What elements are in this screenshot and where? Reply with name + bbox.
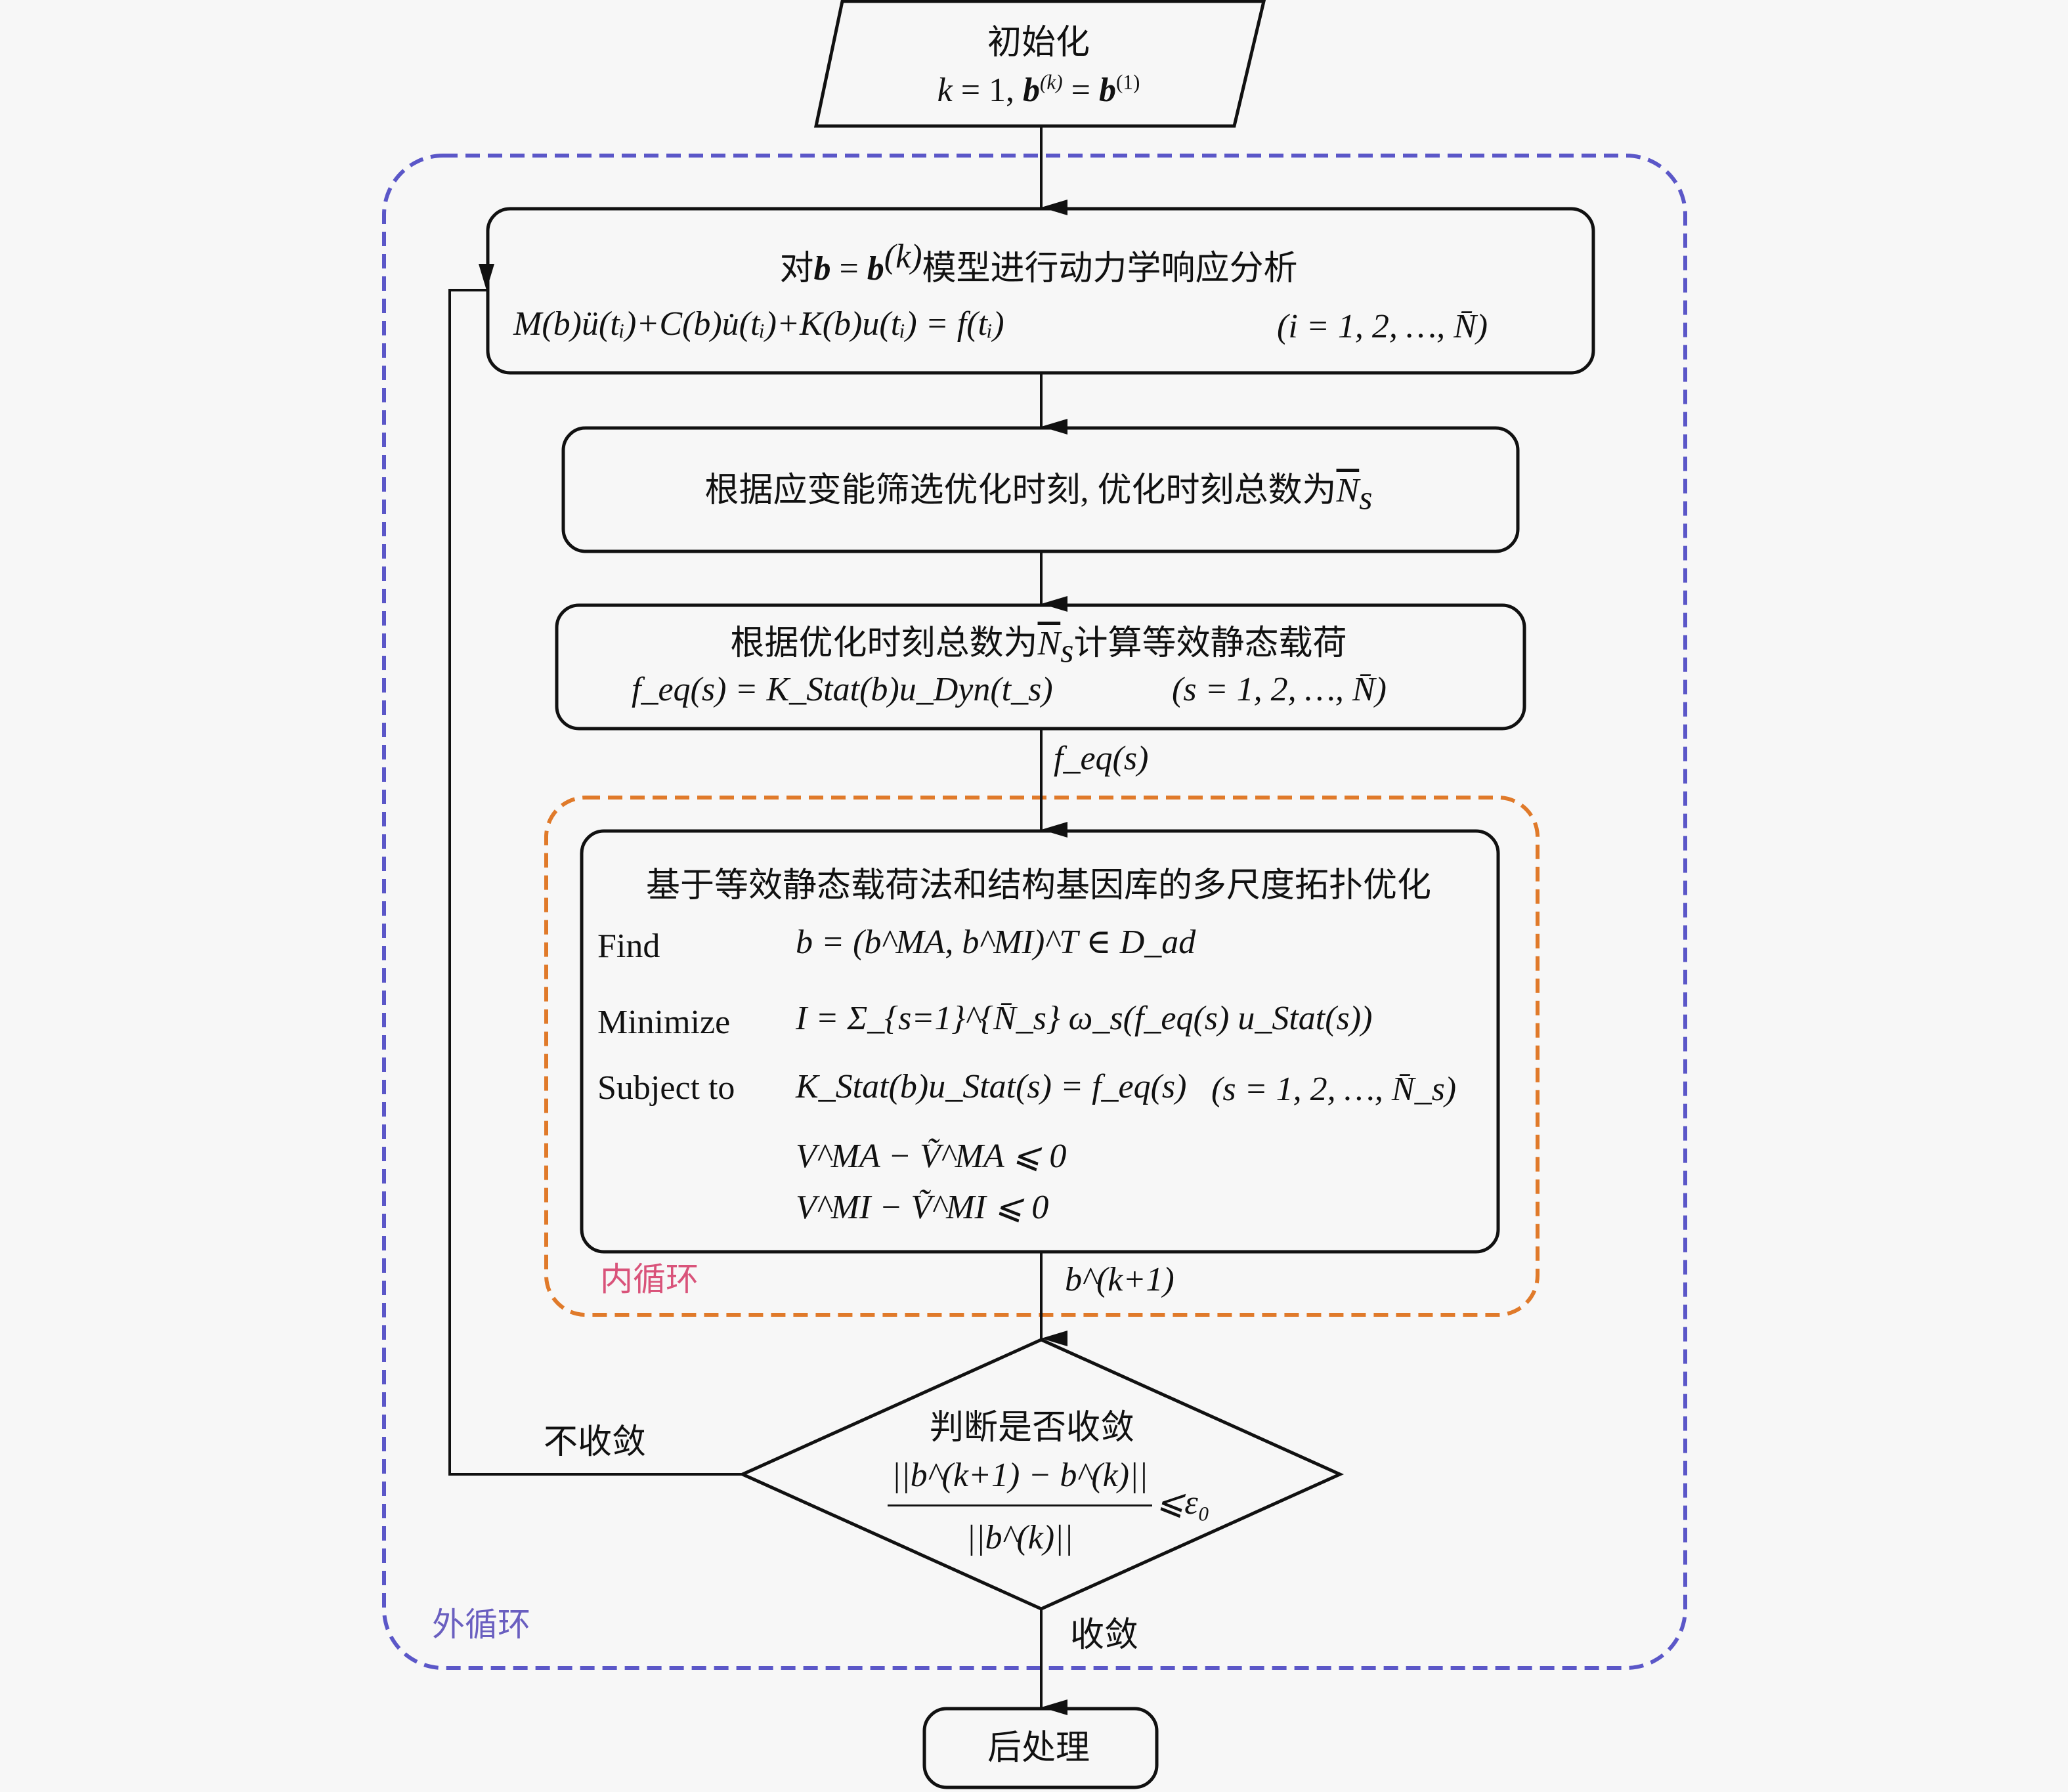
box1-b2: b <box>867 250 884 288</box>
box3-prefix: 根据优化时刻总数为 <box>730 625 1038 662</box>
constraint-ma: V^MA − Ṽ^MA ⩽ 0 <box>796 1138 1067 1175</box>
box1-b: b <box>813 250 831 288</box>
init-b: b <box>1023 72 1041 109</box>
decision-title: 判断是否收敛 <box>929 1409 1135 1447</box>
box2-label: 根据应变能筛选优化时刻, 优化时刻总数为 <box>704 472 1337 509</box>
init-title: 初始化 <box>987 24 1090 62</box>
dynamic-analysis-box[interactable] <box>486 207 1595 375</box>
box2-text: 根据应变能筛选优化时刻, 优化时刻总数为Ns <box>704 472 1373 515</box>
box2-sub: s <box>1359 479 1373 517</box>
equivalent-load-box[interactable] <box>555 603 1526 731</box>
box3-range: (s = 1, 2, …, N̄) <box>1172 671 1387 708</box>
init-formula: k = 1, b(k) = b(1) <box>937 70 1140 109</box>
edge-label-b-k-plus-1: b^(k+1) <box>1065 1261 1174 1298</box>
box4-title: 基于等效静态载荷法和结构基因库的多尺度拓扑优化 <box>645 867 1432 905</box>
init-eq2: = <box>1062 72 1099 109</box>
edge-not-converged-loopback <box>448 264 743 1476</box>
minimize-expression: I = Σ_{s=1}^{N̄_s} ω_s(f_eq(s) u_Stat(s)… <box>796 1000 1373 1037</box>
edge-label-feq: f_eq(s) <box>1054 740 1149 777</box>
decision-numerator: ||b^(k+1) − b^(k)|| <box>888 1459 1152 1506</box>
box1-title: 对b = b(k)模型进行动力学响应分析 <box>779 240 1298 288</box>
subject-to-expression: K_Stat(b)u_Stat(s) = f_eq(s) <box>796 1068 1187 1105</box>
box1-suffix: 模型进行动力学响应分析 <box>922 250 1298 288</box>
decision-denominator: ||b^(k)|| <box>966 1519 1073 1556</box>
box1-sup-k: (k) <box>884 238 922 276</box>
init-eq1: = 1, <box>952 72 1023 109</box>
post-processing-title: 后处理 <box>987 1730 1090 1767</box>
box1-equation: M(b)ü(tᵢ)+C(b)u̇(tᵢ)+K(b)u(tᵢ) = f(tᵢ) <box>513 305 1004 343</box>
edge-label-not-converged: 不收敛 <box>544 1424 647 1461</box>
outer-loop-frame <box>382 154 1687 1670</box>
edge-label-converged: 收敛 <box>1070 1617 1139 1654</box>
init-parallelogram[interactable] <box>813 0 1266 128</box>
constraint-mi: V^MI − Ṽ^MI ⩽ 0 <box>796 1189 1049 1226</box>
inner-loop-label: 内循环 <box>600 1261 699 1298</box>
subject-to-range: (s = 1, 2, …, N̄_s) <box>1211 1071 1457 1108</box>
box3-symbol: N <box>1037 625 1061 662</box>
decision-formula: ||b^(k+1) − b^(k)|| ||b^(k)|| ⩽ε₀ <box>888 1459 1210 1555</box>
find-label: Find <box>597 928 660 965</box>
box2-symbol: N <box>1336 472 1360 509</box>
decision-fraction: ||b^(k+1) − b^(k)|| ||b^(k)|| <box>888 1459 1152 1555</box>
box3-equation: f_eq(s) = K_Stat(b)u_Dyn(t_s) <box>632 671 1053 708</box>
outer-loop-label: 外循环 <box>432 1606 530 1643</box>
box1-prefix: 对 <box>779 250 814 288</box>
subject-to-label: Subject to <box>597 1069 735 1107</box>
init-sup-1: (1) <box>1116 70 1140 94</box>
init-sup-k: (k) <box>1040 70 1063 94</box>
box3-suffix: 计算等效静态载荷 <box>1073 625 1347 662</box>
decision-condition: ⩽ε₀ <box>1155 1483 1210 1522</box>
box1-range: (i = 1, 2, …, N̄) <box>1277 308 1488 345</box>
box1-eq: = <box>830 250 867 288</box>
find-expression: b = (b^MA, b^MI)^T ∈ D_ad <box>796 924 1196 961</box>
post-processing-box[interactable] <box>922 1707 1159 1789</box>
init-k: k <box>937 72 953 109</box>
init-b2: b <box>1099 72 1116 109</box>
box3-title: 根据优化时刻总数为Ns计算等效静态载荷 <box>730 625 1347 668</box>
box3-sub: s <box>1060 632 1074 670</box>
minimize-label: Minimize <box>597 1004 731 1041</box>
